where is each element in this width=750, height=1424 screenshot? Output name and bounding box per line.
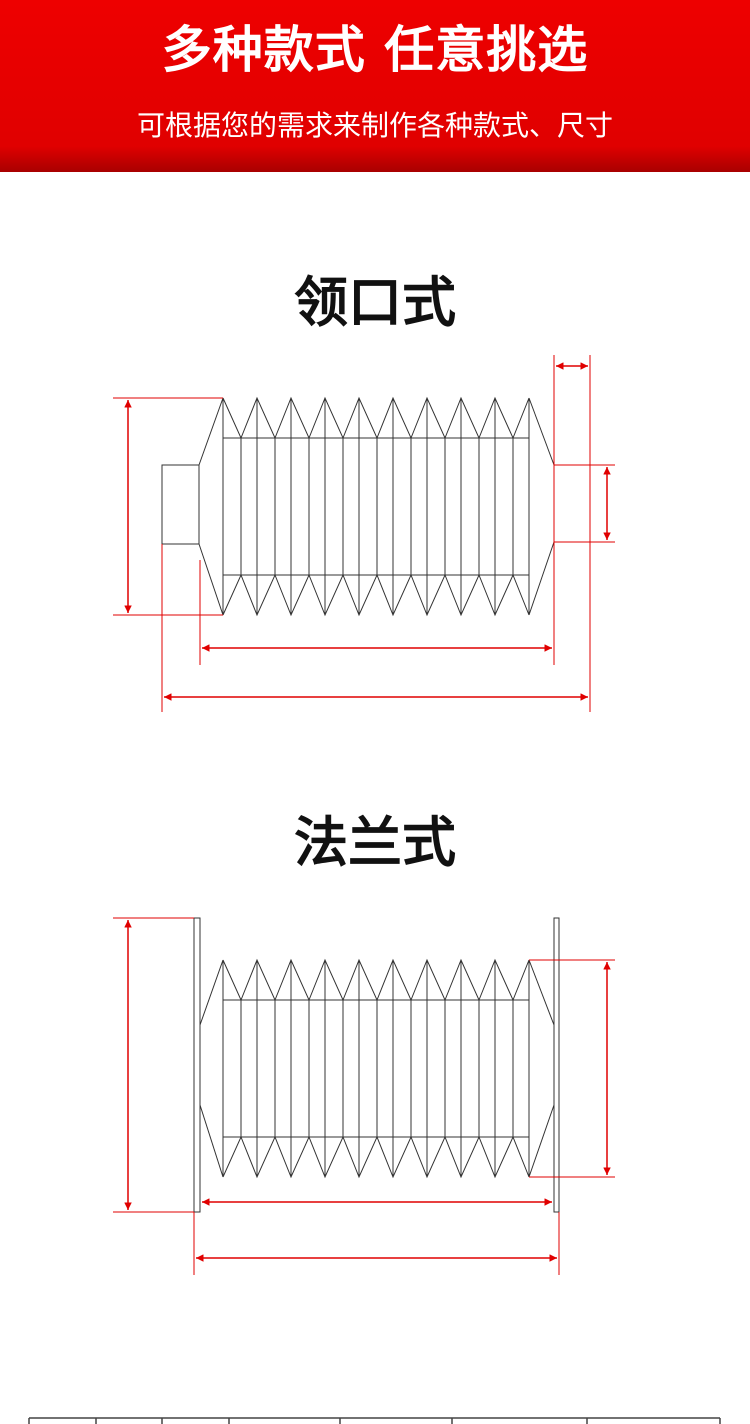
flange-type-bellows (193, 917, 560, 1213)
flange-type-heading: 法兰式 (294, 811, 456, 874)
banner-title: 多种款式 任意挑选 (161, 21, 589, 79)
spec-table-top (28, 1417, 721, 1424)
header-banner: 多种款式 任意挑选 可根据您的需求来制作各种款式、尺寸 (0, 0, 750, 172)
flange-type-dimension-lines (113, 917, 615, 1275)
collar-type-dimension-lines (113, 355, 615, 712)
banner-subtitle: 可根据您的需求来制作各种款式、尺寸 (136, 109, 613, 142)
collar-type-bellows (161, 396, 591, 617)
collar-type-heading: 领口式 (294, 271, 456, 334)
